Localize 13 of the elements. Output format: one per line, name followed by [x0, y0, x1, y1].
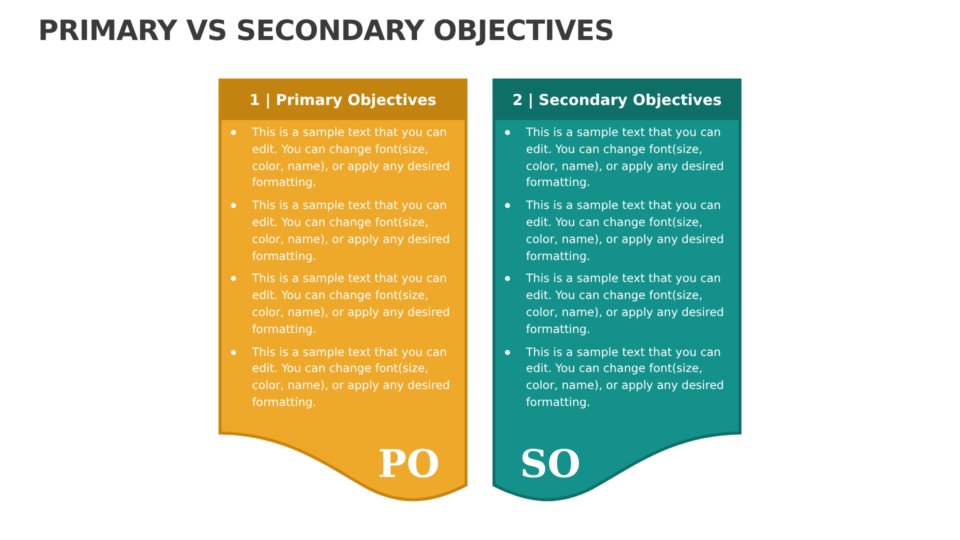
bullet-text: This is a sample text that you can edit. You can change font(size, color, name), or apply any desired formatting. — [252, 344, 451, 411]
bullet-text: This is a sample text that you can edit. You can change font(size, color, name), or apply any desired formatting. — [526, 197, 725, 264]
slide-title: PRIMARY VS SECONDARY OBJECTIVES — [38, 14, 614, 47]
card-monogram: SO — [520, 442, 581, 486]
bullet-text: This is a sample text that you can edit. You can change font(size, color, name), or apply any desired formatting. — [252, 124, 451, 192]
bullet-text: This is a sample text that you can edit. You can change font(size, color, name), or apply any desired formatting. — [526, 344, 725, 411]
card-heading: 2 | Secondary Objectives — [494, 80, 740, 120]
card-monogram: PO — [378, 442, 440, 486]
bullet-text: This is a sample text that you can edit. You can change font(size, color, name), or apply any desired formatting. — [252, 270, 451, 338]
bullet-text: This is a sample text that you can edit. You can change font(size, color, name), or apply any desired formatting. — [526, 124, 725, 192]
bullet-text: This is a sample text that you can edit. You can change font(size, color, name), or apply any desired formatting. — [526, 270, 725, 338]
bullet-text: This is a sample text that you can edit. You can change font(size, color, name), or apply any desired formatting. — [252, 197, 451, 264]
card-heading: 1 | Primary Objectives — [220, 80, 466, 120]
